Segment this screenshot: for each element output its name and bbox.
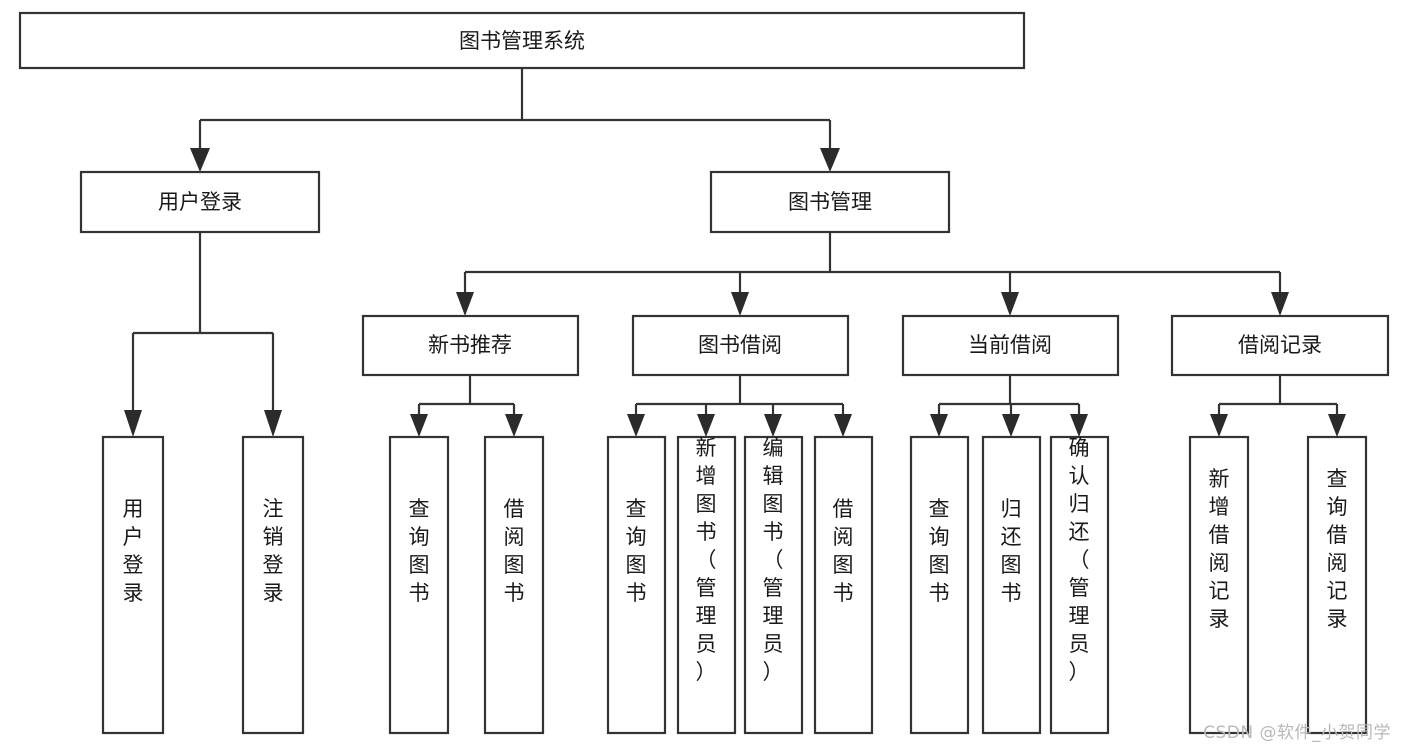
arrow-head-leaf-query-book-borrow bbox=[627, 414, 645, 437]
node-book-manage-label: 图书管理 bbox=[788, 190, 872, 214]
arrow-head-leaf-add-book bbox=[697, 414, 715, 437]
arrow-head-book-borrow bbox=[731, 292, 749, 316]
node-leaf-user-login-box[interactable] bbox=[101, 435, 165, 735]
node-leaf-add-record[interactable]: 新增借阅记录 bbox=[1188, 435, 1250, 735]
node-leaf-borrow-book-rec-label: 借阅图书 bbox=[504, 497, 525, 605]
arrow-head-leaf-user-login bbox=[124, 410, 142, 437]
node-leaf-edit-book-label: 编辑图书（管理员） bbox=[763, 436, 784, 684]
node-leaf-borrow-book-rec[interactable]: 借阅图书 bbox=[483, 435, 545, 735]
node-leaf-borrow-book-box[interactable] bbox=[813, 435, 874, 735]
node-leaf-add-book-label: 新增图书（管理员） bbox=[696, 436, 717, 684]
arrow-head-user-login bbox=[190, 148, 210, 172]
node-leaf-borrow-book[interactable]: 借阅图书 bbox=[813, 435, 874, 735]
node-leaf-confirm-return-label: 确认归还（管理员） bbox=[1069, 436, 1090, 684]
node-user-login[interactable]: 用户登录 bbox=[79, 170, 321, 234]
node-borrow-record-label: 借阅记录 bbox=[1238, 333, 1322, 357]
arrow-head-book-manage bbox=[820, 148, 840, 172]
node-book-borrow[interactable]: 图书借阅 bbox=[631, 314, 850, 377]
node-leaf-confirm-return-box[interactable] bbox=[1049, 435, 1110, 735]
arrow-head-new-book-rec bbox=[456, 292, 474, 316]
node-leaf-edit-book[interactable]: 编辑图书（管理员） bbox=[743, 435, 804, 735]
node-leaf-query-book-cur[interactable]: 查询图书 bbox=[909, 435, 970, 735]
node-leaf-return-book[interactable]: 归还图书 bbox=[981, 435, 1042, 735]
node-book-manage[interactable]: 图书管理 bbox=[709, 170, 951, 234]
node-leaf-query-book-rec-box[interactable] bbox=[388, 435, 450, 735]
node-leaf-user-login-label: 用户登录 bbox=[123, 497, 144, 605]
connector-group-new-book-rec bbox=[410, 375, 523, 437]
arrow-head-current-borrow bbox=[1001, 292, 1019, 316]
node-current-borrow[interactable]: 当前借阅 bbox=[901, 314, 1120, 377]
node-leaf-return-book-label: 归还图书 bbox=[1001, 497, 1022, 605]
node-leaf-logout-box[interactable] bbox=[241, 435, 305, 735]
node-leaf-borrow-book-rec-box[interactable] bbox=[483, 435, 545, 735]
node-leaf-query-book-cur-box[interactable] bbox=[909, 435, 970, 735]
node-leaf-add-record-label: 新增借阅记录 bbox=[1209, 467, 1230, 631]
node-leaf-add-book-box[interactable] bbox=[676, 435, 737, 735]
connector-group-root bbox=[190, 68, 840, 172]
node-book-borrow-box[interactable] bbox=[631, 314, 850, 377]
node-root-box[interactable] bbox=[18, 11, 1026, 70]
node-user-login-label: 用户登录 bbox=[158, 190, 242, 214]
arrow-head-leaf-logout bbox=[264, 410, 282, 437]
node-user-login-box[interactable] bbox=[79, 170, 321, 234]
node-leaf-query-record-box[interactable] bbox=[1306, 435, 1368, 735]
node-leaf-query-book-rec[interactable]: 查询图书 bbox=[388, 435, 450, 735]
node-new-book-rec-label: 新书推荐 bbox=[428, 333, 512, 357]
connector-group-user-login bbox=[124, 232, 282, 437]
node-book-borrow-label: 图书借阅 bbox=[698, 333, 782, 357]
connector-group-book-manage bbox=[456, 232, 1289, 316]
arrow-head-leaf-edit-book bbox=[764, 414, 782, 437]
node-borrow-record-box[interactable] bbox=[1170, 314, 1390, 377]
arrow-head-leaf-query-book-cur bbox=[930, 414, 948, 437]
arrow-head-borrow-record bbox=[1271, 292, 1289, 316]
node-leaf-query-record-label: 查询借阅记录 bbox=[1327, 467, 1348, 631]
node-leaf-logout[interactable]: 注销登录 bbox=[241, 435, 305, 735]
node-leaf-logout-label: 注销登录 bbox=[263, 497, 284, 605]
node-leaf-confirm-return[interactable]: 确认归还（管理员） bbox=[1049, 435, 1110, 735]
node-current-borrow-label: 当前借阅 bbox=[968, 333, 1052, 357]
node-leaf-add-record-box[interactable] bbox=[1188, 435, 1250, 735]
arrow-head-leaf-borrow-book-rec bbox=[505, 414, 523, 437]
arrow-head-leaf-query-record bbox=[1328, 414, 1346, 437]
node-current-borrow-box[interactable] bbox=[901, 314, 1120, 377]
csdn-watermark: CSDN @软件_小贺同学 bbox=[1203, 723, 1391, 743]
node-leaf-borrow-book-label: 借阅图书 bbox=[833, 497, 854, 605]
node-leaf-query-book-cur-label: 查询图书 bbox=[929, 497, 950, 605]
arrow-head-leaf-add-record bbox=[1210, 414, 1228, 437]
arrow-head-leaf-query-book-rec bbox=[410, 414, 428, 437]
node-leaf-user-login[interactable]: 用户登录 bbox=[101, 435, 165, 735]
node-leaf-query-book-rec-label: 查询图书 bbox=[409, 497, 430, 605]
node-leaf-query-record[interactable]: 查询借阅记录 bbox=[1306, 435, 1368, 735]
node-leaf-query-book-borrow-box[interactable] bbox=[606, 435, 667, 735]
node-leaf-query-book-borrow[interactable]: 查询图书 bbox=[606, 435, 667, 735]
connector-group-book-borrow bbox=[627, 375, 852, 437]
connector-group-current-borrow bbox=[930, 375, 1088, 437]
arrow-head-leaf-confirm-return bbox=[1070, 414, 1088, 437]
node-leaf-add-book[interactable]: 新增图书（管理员） bbox=[676, 435, 737, 735]
node-book-manage-box[interactable] bbox=[709, 170, 951, 234]
node-new-book-rec-box[interactable] bbox=[361, 314, 580, 377]
node-leaf-return-book-box[interactable] bbox=[981, 435, 1042, 735]
arrow-head-leaf-borrow-book bbox=[834, 414, 852, 437]
arrow-head-leaf-return-book bbox=[1002, 414, 1020, 437]
node-new-book-rec[interactable]: 新书推荐 bbox=[361, 314, 580, 377]
connector-group-borrow-record bbox=[1210, 375, 1346, 437]
node-root[interactable]: 图书管理系统 bbox=[18, 11, 1026, 70]
node-leaf-edit-book-box[interactable] bbox=[743, 435, 804, 735]
node-leaf-query-book-borrow-label: 查询图书 bbox=[626, 497, 647, 605]
node-root-label: 图书管理系统 bbox=[459, 29, 585, 53]
node-borrow-record[interactable]: 借阅记录 bbox=[1170, 314, 1390, 377]
